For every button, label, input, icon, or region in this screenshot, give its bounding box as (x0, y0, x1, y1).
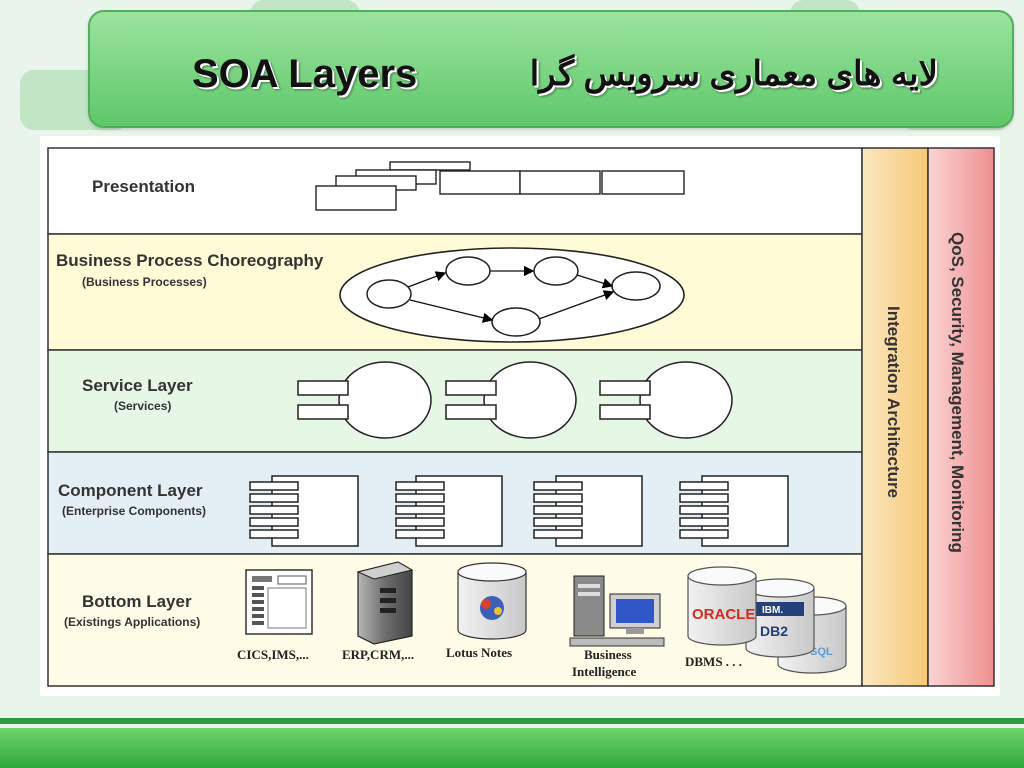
qos-column-label: QoS, Security, Management, Monitoring (948, 232, 967, 553)
oracle-logo-text: ORACLE (692, 606, 755, 623)
diagram-panel: Integration Architecture QoS, Security, … (40, 136, 1000, 696)
component-icon (249, 475, 359, 547)
layer-label-component: Component Layer (58, 481, 203, 500)
integration-column (861, 147, 929, 687)
layer-label-business: Business Process Choreography (56, 251, 324, 270)
layer-sub-service: (Services) (114, 399, 171, 413)
layer-sub-business: (Business Processes) (82, 275, 207, 289)
server-tower-icon (356, 561, 414, 645)
footer-divider (0, 718, 1024, 724)
layer-sub-bottom: (Existings Applications) (64, 615, 200, 629)
component-icon (395, 475, 503, 547)
process-flow-icon (339, 247, 685, 343)
integration-column-label: Integration Architecture (884, 306, 903, 498)
component-icon (533, 475, 643, 547)
title-english: SOA Layers (192, 52, 418, 96)
qos-column (927, 147, 995, 687)
lotus-notes-label: Lotus Notes (446, 645, 512, 660)
bi-label-line1: Business (584, 647, 632, 662)
oracle-database-icon: ORACLE (687, 566, 757, 646)
layer-label-service: Service Layer (82, 376, 193, 395)
component-icon (679, 475, 789, 547)
presentation-windows-icon (315, 161, 685, 211)
title-persian: لایه های معماری سرویس گرا (529, 55, 938, 93)
workstation-icon (569, 575, 665, 647)
cics-screen-icon (245, 569, 313, 635)
dbms-label: DBMS . . . (685, 654, 742, 669)
soa-diagram: Integration Architecture QoS, Security, … (47, 147, 995, 687)
layer-label-presentation: Presentation (92, 177, 195, 196)
layer-sub-component: (Enterprise Components) (62, 504, 206, 518)
erp-label: ERP,CRM,... (342, 647, 414, 662)
lotus-notes-icon (457, 562, 527, 640)
service-icon (599, 361, 733, 439)
db2-logo-text: DB2 (760, 623, 788, 639)
sql-logo-text: SQL (810, 646, 833, 658)
bi-label-line2: Intelligence (572, 664, 636, 679)
service-icon (445, 361, 577, 439)
cics-label: CICS,IMS,... (237, 647, 309, 662)
title-banner (88, 10, 1014, 128)
db2-database-icon: IBM. DB2 (745, 578, 815, 658)
ibm-logo-text: IBM. (762, 605, 783, 616)
footer-bar (0, 728, 1024, 768)
layer-label-bottom: Bottom Layer (82, 592, 192, 611)
service-icon (297, 361, 432, 439)
